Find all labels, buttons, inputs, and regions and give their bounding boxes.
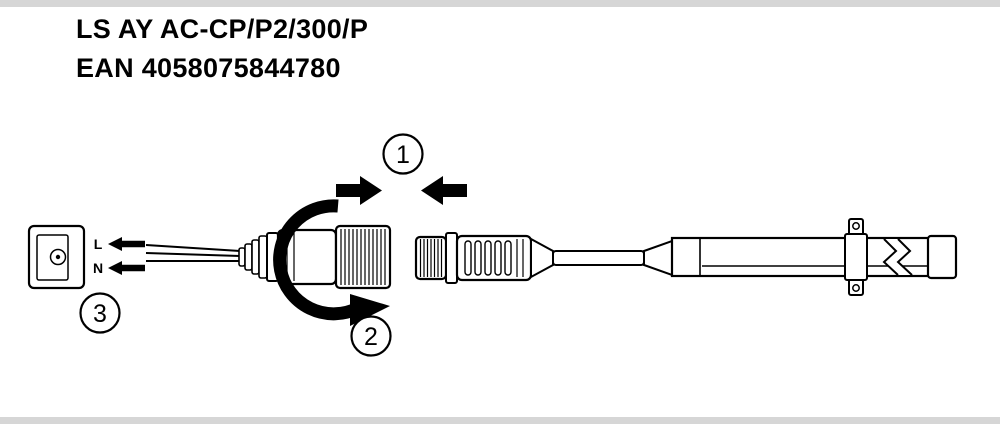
product-ean: EAN 4058075844780 xyxy=(76,53,341,83)
male-connector xyxy=(414,232,673,284)
mounting-bracket xyxy=(844,218,868,296)
step-2-number: 2 xyxy=(364,323,378,351)
bracket-top-hole xyxy=(852,222,860,230)
step-1-number: 1 xyxy=(396,141,410,169)
tube-body xyxy=(670,236,956,278)
knurl-lines xyxy=(340,229,386,285)
cable xyxy=(552,250,645,266)
push-arrow-right-side xyxy=(421,176,467,205)
top-border-bar xyxy=(0,0,1000,7)
wire-arrow-neutral xyxy=(108,261,145,275)
bottom-border-bar xyxy=(0,417,1000,424)
bracket-bottom-hole xyxy=(852,284,860,292)
tube-entry-cone xyxy=(643,239,673,277)
strain-relief-ribs xyxy=(238,235,268,279)
coupling-nut xyxy=(334,224,392,290)
male-collar xyxy=(445,232,458,284)
step-3-badge: 3 xyxy=(79,292,121,334)
step-3-number: 3 xyxy=(93,300,107,328)
step-2-badge: 2 xyxy=(350,315,392,357)
led-strip-tube xyxy=(670,236,956,278)
thread-lines xyxy=(419,239,443,277)
supply-wires xyxy=(145,244,241,262)
mains-plug xyxy=(27,224,86,290)
plug-screw-center xyxy=(55,254,61,260)
product-name: LS AY AC-CP/P2/300/P xyxy=(76,14,369,44)
wire-arrow-live xyxy=(108,237,145,251)
female-connector xyxy=(238,224,392,290)
tube-end-cap xyxy=(926,234,958,280)
cable-taper xyxy=(530,237,554,279)
rotate-arrow xyxy=(273,199,390,326)
grip-ribs xyxy=(464,240,512,276)
bracket-strap xyxy=(844,233,868,281)
header: LS AY AC-CP/P2/300/P EAN 4058075844780 xyxy=(76,10,368,88)
wire-label-neutral: N xyxy=(93,260,103,276)
step-1-badge: 1 xyxy=(382,133,424,175)
wire-label-live: L xyxy=(94,236,103,252)
push-arrow-left-side xyxy=(336,176,382,205)
tube-break-mark xyxy=(882,238,913,276)
